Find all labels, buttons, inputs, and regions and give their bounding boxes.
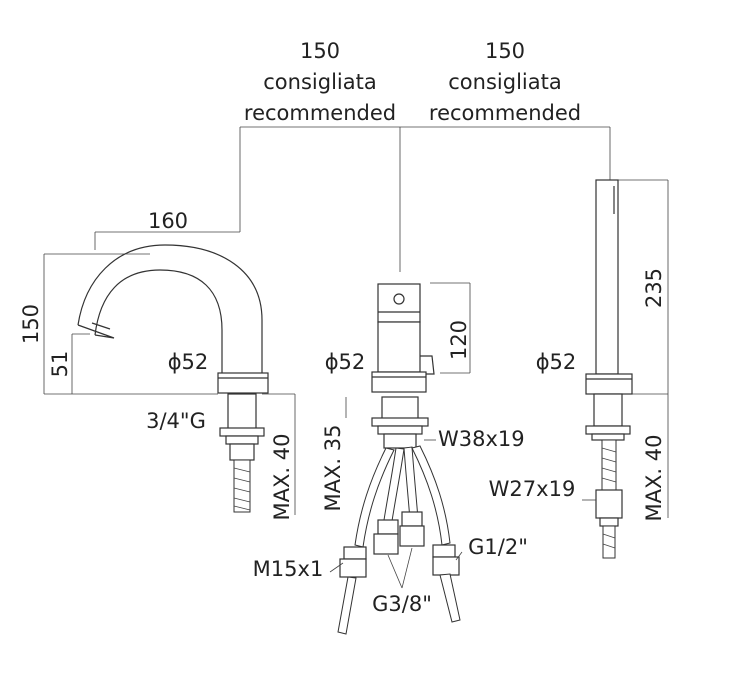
shower-nut-label: W27x19 (489, 477, 576, 501)
mixer-drawing (329, 282, 471, 635)
spacing-left-value: 150 (300, 39, 340, 63)
mixer-max-label: MAX. 35 (321, 425, 345, 512)
mixer-g38-label: G3/8" (372, 592, 432, 616)
spout-max-label: MAX. 40 (270, 434, 294, 521)
spacing-left-en: recommended (244, 101, 396, 125)
spout-drawing (43, 231, 296, 515)
spout-thread-label: 3/4"G (146, 409, 206, 433)
mixer-height-label: 120 (447, 320, 471, 360)
shower-height-label: 235 (642, 268, 666, 308)
mixer-diameter-label: ϕ52 (325, 350, 366, 374)
spacing-right-en: recommended (429, 101, 581, 125)
spout-outlet-label: 51 (48, 351, 72, 378)
shower-max-label: MAX. 40 (642, 435, 666, 522)
spout-height-label: 150 (19, 304, 43, 344)
mixer-nut-label: W38x19 (438, 427, 525, 451)
shower-drawing (582, 179, 669, 559)
spacing-left-it: consigliata (263, 70, 376, 94)
shower-diameter-label: ϕ52 (536, 350, 577, 374)
mixer-g12-label: G1/2" (468, 535, 528, 559)
spacing-right-it: consigliata (448, 70, 561, 94)
mixer-m15-label: M15x1 (253, 557, 324, 581)
spacing-right-value: 150 (485, 39, 525, 63)
spout-reach-label: 160 (148, 209, 188, 233)
spacing-dimensions (239, 126, 611, 272)
spout-diameter-label: ϕ52 (168, 350, 209, 374)
